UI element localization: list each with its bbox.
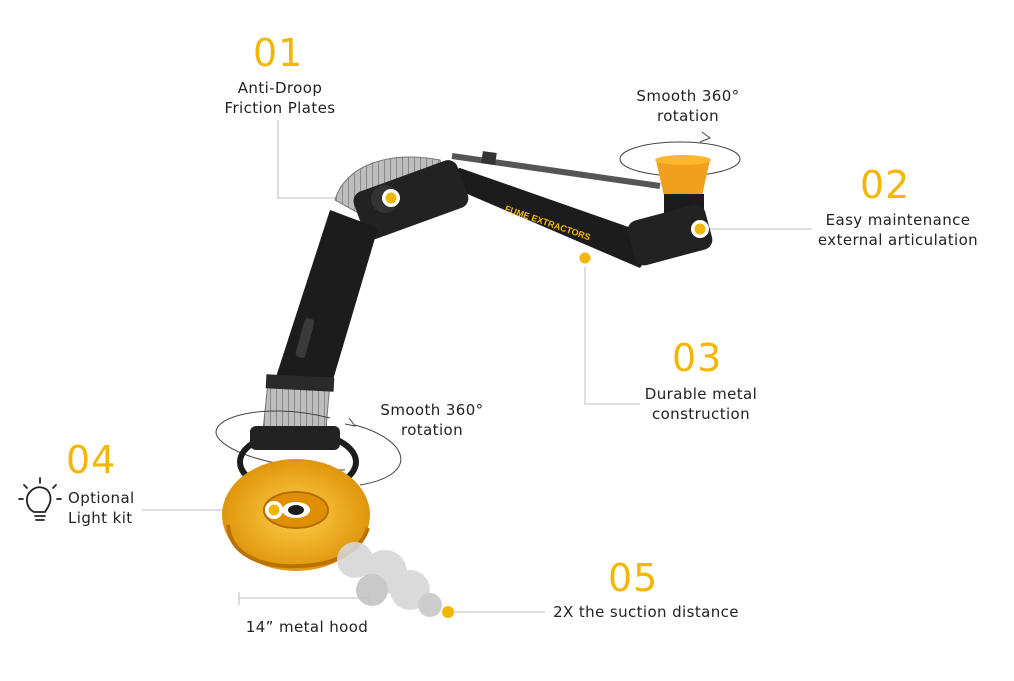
bottom-rotation-line2: rotation — [400, 421, 464, 439]
callout-dot-04 — [265, 501, 283, 519]
callout-label-05: 2X the suction distance — [553, 603, 739, 621]
callout-dot-02 — [691, 220, 709, 238]
top-rotation-line1: Smooth 360° — [636, 87, 740, 105]
callout-dot-03 — [576, 249, 594, 267]
callout-number-04: 04 — [66, 438, 117, 482]
top-rotation-line2: rotation — [656, 107, 720, 125]
callout-label-04-line1: Optional — [68, 489, 135, 507]
lower-arm-collar — [265, 374, 335, 392]
callout-label-01-line2: Friction Plates — [224, 99, 336, 117]
callout-label-03-line2: construction — [651, 405, 751, 423]
arm-slot — [295, 318, 315, 358]
smoke-cloud — [337, 542, 442, 617]
right-joint — [627, 204, 713, 266]
tie-rod — [451, 151, 661, 189]
lower-arm — [275, 210, 378, 390]
callout-label-01-line1: Anti-Droop — [237, 79, 323, 97]
bottom-rotation-label: Smooth 360° rotation — [362, 400, 502, 440]
callout-number-02: 02 — [860, 163, 911, 207]
callout-label-01: Anti-Droop Friction Plates — [212, 78, 348, 118]
callout-label-04: Optional Light kit — [68, 488, 158, 528]
hood-dimension-line — [238, 592, 370, 605]
callout-number-03: 03 — [672, 336, 723, 380]
bottom-rotation-line1: Smooth 360° — [380, 401, 484, 419]
callout-label-04-line2: Light kit — [68, 509, 133, 527]
callout-dot-01 — [382, 189, 400, 207]
lightbulb-icon — [18, 477, 62, 521]
upper-arm — [430, 168, 660, 268]
hood-size-label: 14” metal hood — [245, 618, 369, 636]
callout-label-03-line1: Durable metal — [644, 385, 758, 403]
callout-label-03: Durable metal construction — [636, 384, 766, 424]
callout-label-02: Easy maintenance external articulation — [806, 210, 990, 250]
callout-dots — [265, 189, 709, 618]
callout-number-05: 05 — [608, 556, 659, 600]
callout-dot-05 — [442, 606, 454, 618]
top-rotation-label: Smooth 360° rotation — [618, 86, 758, 126]
leader-line-03 — [584, 258, 640, 405]
callout-label-02-line1: Easy maintenance — [825, 211, 971, 229]
callout-number-01: 01 — [253, 31, 304, 75]
top-swivel-mount — [655, 155, 711, 216]
callout-label-02-line2: external articulation — [817, 231, 979, 249]
